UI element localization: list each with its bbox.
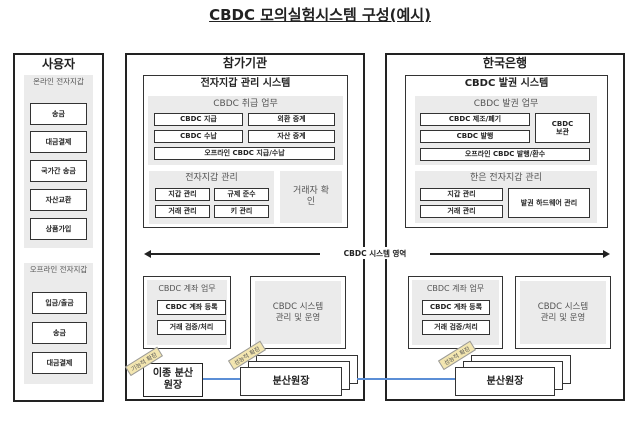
account-title: CBDC 계좌 업무 — [158, 284, 216, 293]
bok-ledger-box: 분산원장 — [455, 367, 555, 396]
account-item: CBDC 계좌 등록 — [157, 300, 226, 315]
handling-item: 외환 중계 — [248, 113, 335, 126]
offline-wallet-title: 오프라인 전자지갑 — [29, 265, 88, 274]
trader-verify-box: 거래자 확인 — [280, 171, 342, 223]
handling-title: CBDC 취급 업무 — [213, 99, 278, 109]
online-item: 송금 — [30, 103, 87, 125]
issue-item: CBDC 제조/폐기 — [420, 113, 530, 126]
offline-item: 송금 — [32, 322, 87, 344]
link-line — [203, 378, 243, 380]
online-item: 자산교환 — [30, 189, 87, 211]
handling-item: 자산 중계 — [248, 130, 335, 143]
bok-account-item: CBDC 계좌 등록 — [422, 300, 490, 315]
bok-account-title: CBDC 계좌 업무 — [426, 284, 485, 293]
issue-item: CBDC 발행 — [420, 130, 530, 143]
arrow-left-icon — [144, 250, 151, 258]
sysmgmt-label: CBDC 시스템 관리 및 운영 — [255, 281, 341, 344]
wallet-mgmt-item: 규제 준수 — [214, 188, 269, 201]
wallet-mgmt-item: 키 관리 — [214, 205, 269, 218]
handling-item: CBDC 수납 — [154, 130, 243, 143]
bok-account-item: 거래 검증/처리 — [422, 320, 490, 335]
offline-item: 입금/출금 — [32, 292, 87, 314]
handling-item: 오프라인 CBDC 지급/수납 — [154, 147, 335, 160]
user-title: 사용자 — [41, 56, 76, 71]
online-item: 대금결제 — [30, 131, 87, 153]
wallet-system-title: 전자지갑 관리 시스템 — [200, 78, 291, 89]
account-item: 거래 검증/처리 — [157, 320, 226, 335]
bok-sysmgmt-label: CBDC 시스템 관리 및 운영 — [520, 281, 606, 344]
online-item: 상품가입 — [30, 218, 87, 240]
issue-title: CBDC 발권 업무 — [473, 99, 539, 109]
hetero-ledger-box: 이종 분산원장 — [143, 363, 203, 397]
participant-title: 참가기관 — [222, 55, 268, 70]
bok-wallet-item: 거래 관리 — [420, 205, 503, 218]
issue-system-title: CBDC 발권 시스템 — [464, 78, 549, 89]
system-area-label: CBDC 시스템 영역 — [320, 247, 430, 259]
ledger-box: 분산원장 — [240, 367, 342, 396]
bok-wallet-title: 한은 전자지갑 관리 — [470, 173, 542, 183]
handling-item: CBDC 지급 — [154, 113, 243, 126]
diagram-title: CBDC 모의실험시스템 구성(예시) — [209, 6, 431, 24]
bok-title: 한국은행 — [482, 55, 528, 70]
bok-wallet-item: 발권 하드웨어 관리 — [508, 188, 590, 218]
offline-item: 대금결제 — [32, 352, 87, 374]
issue-item: CBDC 보관 — [535, 113, 590, 143]
wallet-mgmt-item: 지갑 관리 — [155, 188, 210, 201]
online-wallet-title: 온라인 전자지갑 — [33, 77, 84, 86]
issue-item: 오프라인 CBDC 발행/환수 — [420, 148, 590, 161]
wallet-mgmt-title: 전자지갑 관리 — [185, 173, 238, 183]
link-line — [357, 378, 457, 380]
wallet-mgmt-item: 거래 관리 — [155, 205, 210, 218]
online-item: 국가간 송금 — [30, 160, 87, 182]
bok-wallet-item: 지갑 관리 — [420, 188, 503, 201]
arrow-right-icon — [603, 250, 610, 258]
